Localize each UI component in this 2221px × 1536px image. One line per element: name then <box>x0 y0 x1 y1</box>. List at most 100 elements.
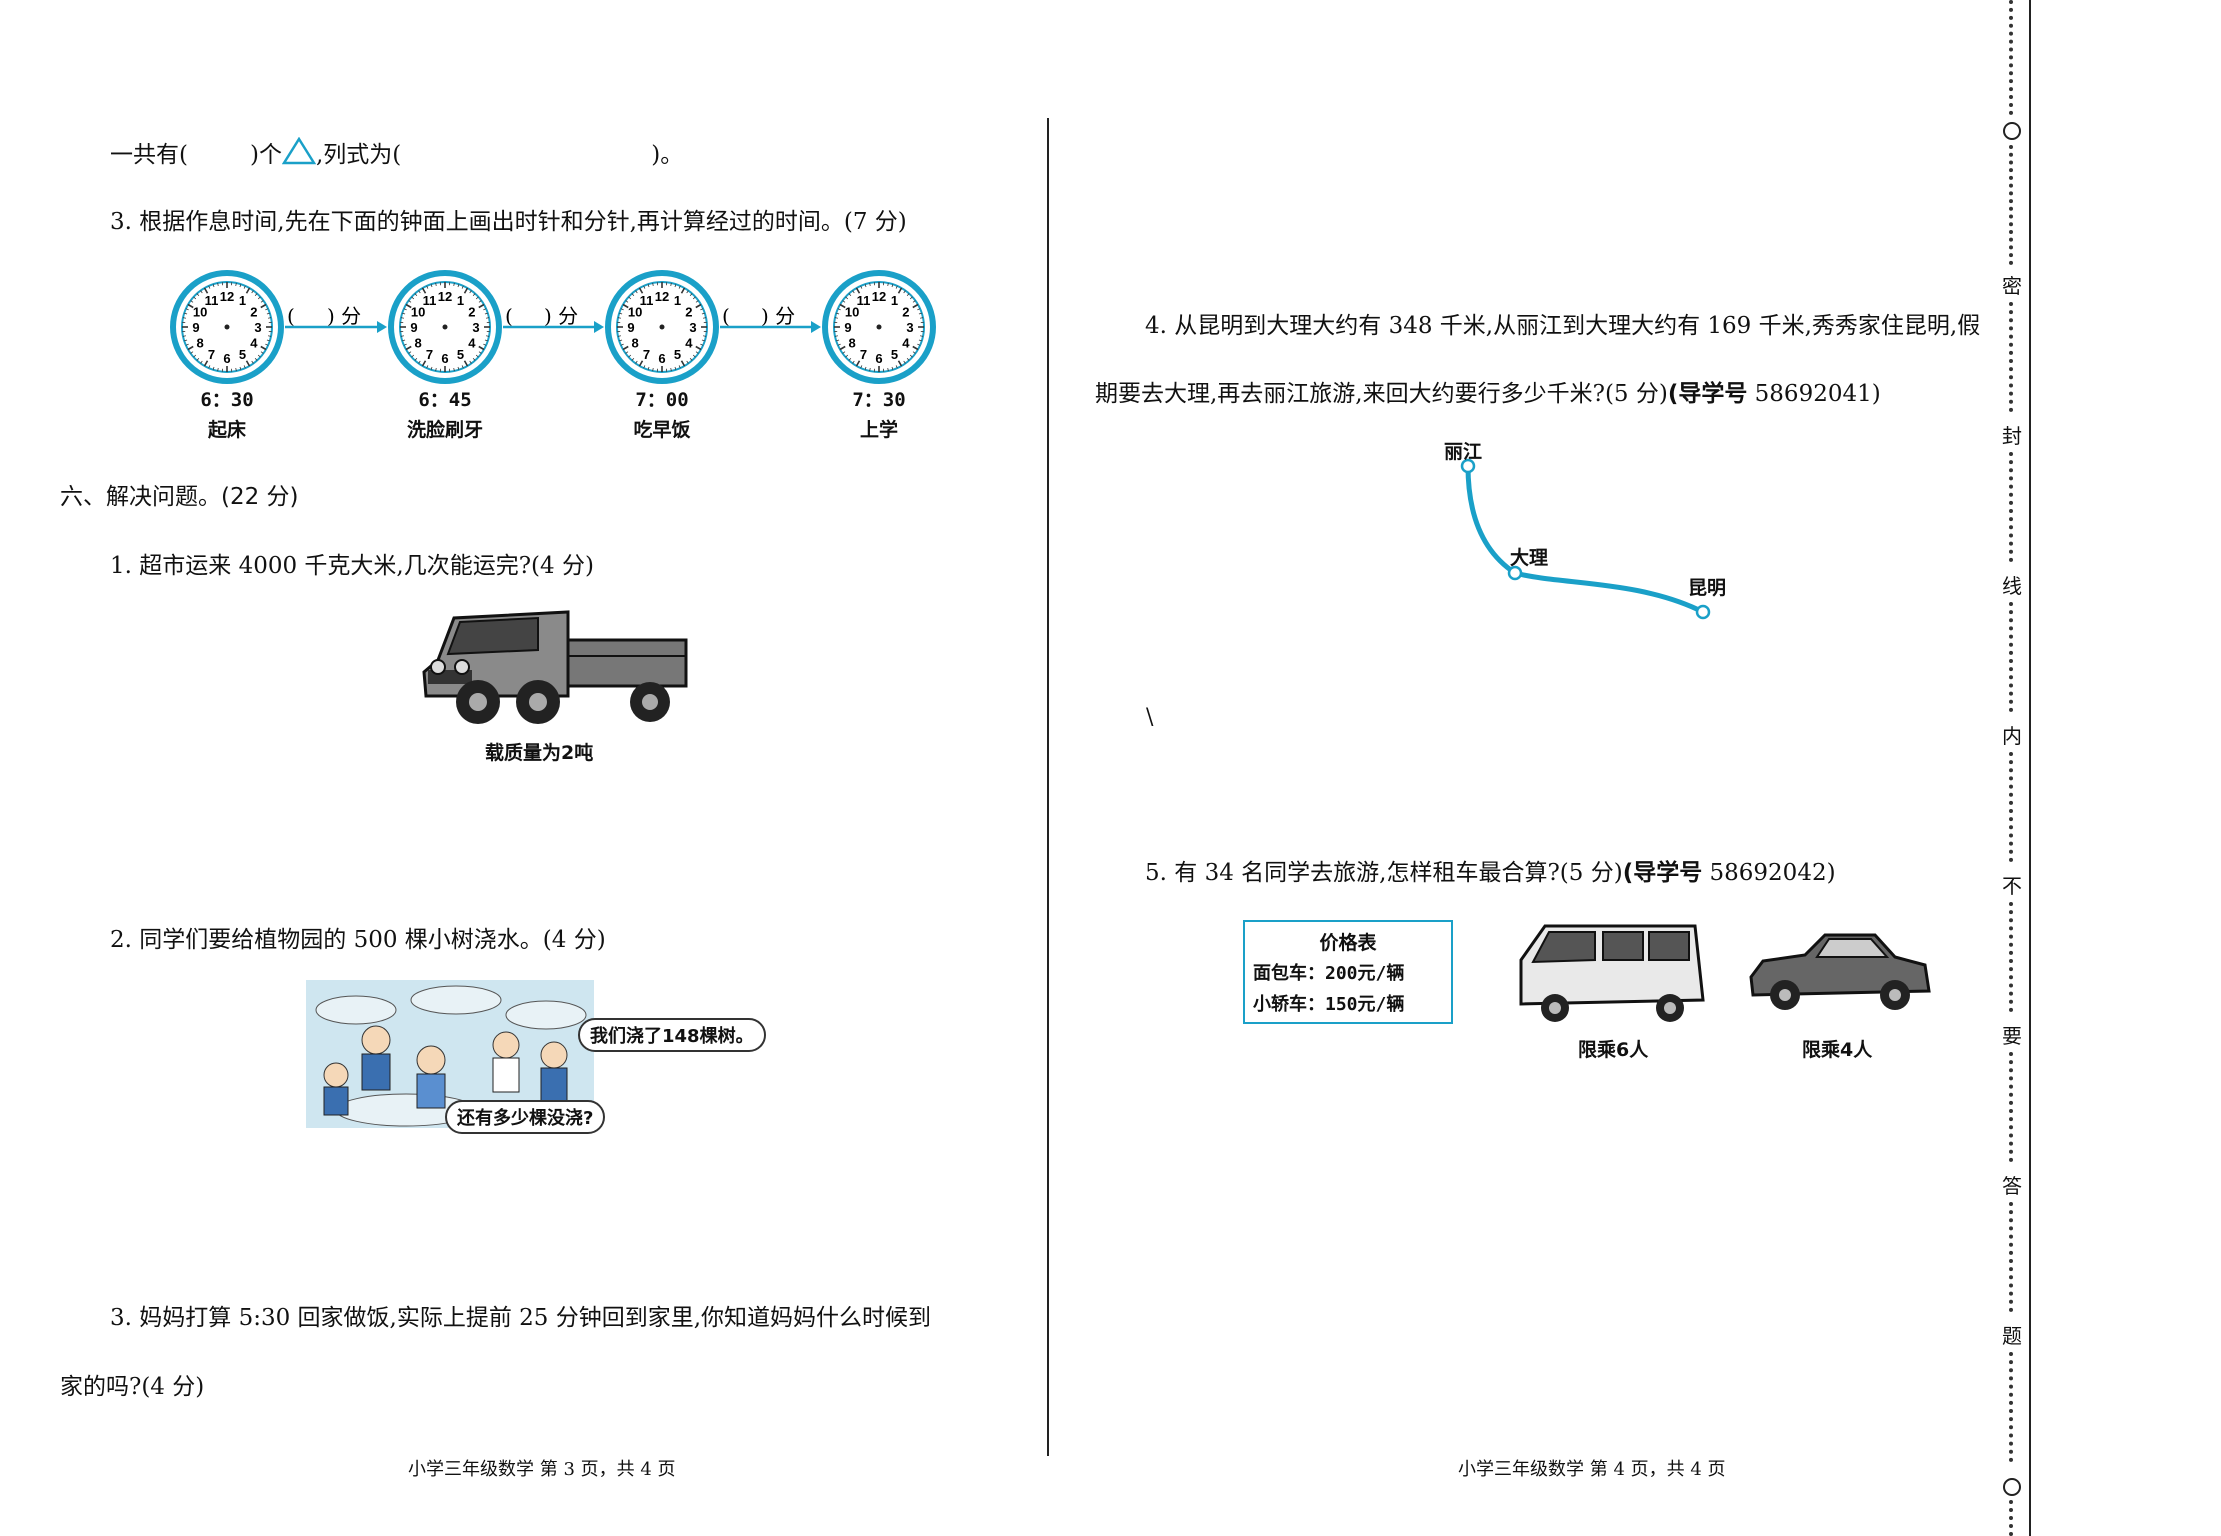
interval-arrow: ( ) 分 <box>720 303 821 333</box>
clock-center-dot <box>659 324 665 330</box>
clock-number: 6 <box>658 351 665 366</box>
binding-char: 题 <box>2002 1324 2022 1348</box>
problem-3-line-1: 3. 妈妈打算 5:30 回家做饭,实际上提前 25 分钟回到家里,你知道妈妈什… <box>110 1305 932 1331</box>
clock-number: 8 <box>632 336 639 351</box>
clock-number: 1 <box>891 293 898 308</box>
minutes-answer-blank[interactable] <box>517 303 577 327</box>
binding-char: 封 <box>2002 424 2022 448</box>
clock-number: 8 <box>197 336 204 351</box>
guide-number-5: 58692042) <box>1702 860 1836 886</box>
clock-number: 8 <box>415 336 422 351</box>
binding-char: 密 <box>2002 274 2022 298</box>
blank-open: ( <box>505 304 513 328</box>
clock-activity-label: 起床 <box>207 419 246 441</box>
clock-number: 2 <box>685 305 692 320</box>
binding-dots <box>2009 302 2017 412</box>
guide-label-4: (导学号 <box>1667 381 1748 407</box>
minutes-answer-blank[interactable] <box>299 303 359 327</box>
map-label-lijiang: 丽江 <box>1444 441 1483 463</box>
clock-center-dot <box>876 324 882 330</box>
binding-dots <box>2009 145 2017 265</box>
binding-strip: 密封线内不要答题 <box>1997 0 2027 1536</box>
map-label-kunming: 昆明 <box>1688 577 1727 599</box>
minutes-answer-blank[interactable] <box>734 303 794 327</box>
interval-arrow: ( ) 分 <box>503 303 604 333</box>
clock-number: 7 <box>208 347 215 362</box>
problem-3-line-2: 家的吗?(4 分) <box>60 1374 205 1400</box>
map-label-dali: 大理 <box>1510 547 1549 569</box>
clock-number: 12 <box>220 289 234 304</box>
clock-number: 1 <box>239 293 246 308</box>
clock-number: 2 <box>902 305 909 320</box>
clock-number: 10 <box>628 305 642 320</box>
clock-time-label: 7：00 <box>635 389 689 411</box>
problem-4-text: 期要去大理,再去丽江旅游,来回大约要行多少千米?(5 分) <box>1095 381 1668 407</box>
binding-circle <box>2003 1478 2021 1496</box>
clock-number: 6 <box>875 351 882 366</box>
problem-5-text: 5. 有 34 名同学去旅游,怎样租车最合算?(5 分) <box>1145 860 1623 886</box>
line-text-a: 一共有( <box>110 142 188 168</box>
clock-number: 11 <box>640 293 654 308</box>
clock-number: 12 <box>438 289 452 304</box>
blank-close-unit: ) 分 <box>327 304 361 328</box>
clock-number: 5 <box>674 347 681 362</box>
clock-activity-label: 吃早饭 <box>633 419 691 441</box>
blank-open: ( <box>287 304 295 328</box>
guide-label-5: (导学号 <box>1622 860 1703 886</box>
clock-number: 1 <box>674 293 681 308</box>
footer-right: 小学三年级数学 第 4 页，共 4 页 <box>1458 1459 1726 1480</box>
clock-number: 7 <box>426 347 433 362</box>
clock-number: 3 <box>906 320 913 335</box>
binding-line <box>2029 0 2031 1536</box>
clock-number: 12 <box>655 289 669 304</box>
dali-point <box>1507 565 1523 581</box>
clock-number: 4 <box>902 336 910 351</box>
clock-center-dot <box>224 324 230 330</box>
binding-dots <box>2009 902 2017 1012</box>
clock-number: 8 <box>849 336 856 351</box>
clock-time-label: 6：30 <box>200 389 254 411</box>
clock-activity-label: 上学 <box>859 419 898 441</box>
blank-close-unit: ) 分 <box>544 304 578 328</box>
triangle-icon <box>281 136 317 165</box>
price-row-car: 小轿车：150元/辆 <box>1253 994 1405 1015</box>
binding-char: 要 <box>2002 1024 2022 1048</box>
binding-dots <box>2009 1500 2017 1536</box>
line-text-c: ,列式为( <box>315 142 402 168</box>
binding-circle <box>2003 122 2021 140</box>
car-illustration <box>1749 933 1931 1010</box>
car-caption: 限乘4人 <box>1802 1039 1873 1061</box>
clock-number: 3 <box>689 320 696 335</box>
blank-open: ( <box>722 304 730 328</box>
footer-left: 小学三年级数学 第 3 页，共 4 页 <box>408 1459 676 1480</box>
binding-char: 内 <box>2002 724 2022 748</box>
clock-number: 10 <box>845 305 859 320</box>
interval-arrow: ( ) 分 <box>285 303 387 333</box>
clock-number: 9 <box>192 320 199 335</box>
kunming-point <box>1695 604 1711 620</box>
clock-number: 1 <box>457 293 464 308</box>
line-text-d: )。 <box>651 142 684 168</box>
clock-number: 9 <box>627 320 634 335</box>
truck-illustration <box>422 610 688 724</box>
clock-number: 5 <box>891 347 898 362</box>
clock-number: 2 <box>468 305 475 320</box>
binding-dots <box>2009 752 2017 862</box>
clock-number: 10 <box>193 305 207 320</box>
speech-bubble-2: 还有多少棵没浇? <box>445 1100 606 1134</box>
binding-dots <box>2009 1202 2017 1312</box>
clock-number: 5 <box>239 347 246 362</box>
problem-4-line-1: 4. 从昆明到大理大约有 348 千米,从丽江到大理大约有 169 千米,秀秀家… <box>1145 313 1981 339</box>
route-map <box>1460 458 1711 620</box>
clock-number: 7 <box>643 347 650 362</box>
binding-char: 答 <box>2002 1174 2022 1198</box>
blank-close-unit: ) 分 <box>761 304 795 328</box>
clock-number: 6 <box>441 351 448 366</box>
binding-dots <box>2009 1352 2017 1462</box>
clock-number: 10 <box>411 305 425 320</box>
